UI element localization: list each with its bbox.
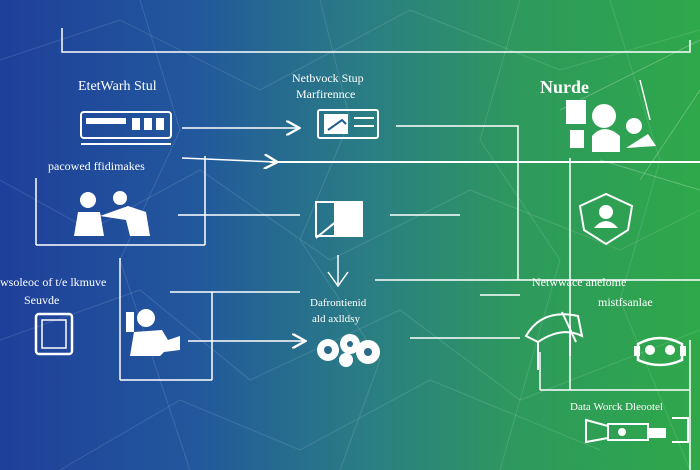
gear-cluster-icon bbox=[317, 334, 380, 367]
lab-device-icon bbox=[524, 311, 584, 370]
label-top-center-sub: Marfirennce bbox=[296, 87, 356, 101]
edit-window-icon bbox=[315, 201, 363, 239]
label-mid-right-sub: mistfsanlae bbox=[598, 295, 653, 309]
nurse-network-icon bbox=[566, 100, 656, 152]
robot-face-icon bbox=[634, 336, 686, 367]
laptop-icon bbox=[317, 109, 379, 139]
label-mid-center-sub: ald axlldsy bbox=[312, 313, 360, 325]
label-mid-left-title: wsoleoc of t/e lkmuve bbox=[0, 275, 107, 289]
equipment-icon bbox=[585, 417, 689, 444]
person-icon bbox=[126, 309, 180, 356]
people-icon bbox=[74, 191, 150, 236]
tablet-icon bbox=[34, 312, 74, 356]
label-top-right-title: Nurde bbox=[540, 77, 589, 97]
label-mid-left-sub: Seuvde bbox=[24, 293, 60, 307]
label-top-center-title: Netbvock Stup bbox=[292, 71, 364, 85]
shield-person-icon bbox=[578, 192, 634, 246]
label-mid-center-title: Dafrontienid bbox=[310, 297, 367, 309]
label-mid-right-title: Netwwace anelome bbox=[532, 275, 627, 289]
server-icon bbox=[80, 111, 172, 145]
label-top-left-sub: pacowed ffidimakes bbox=[48, 159, 145, 173]
label-top-left-title: EtetWarh Stul bbox=[78, 79, 157, 94]
label-bottom-right-title: Data Worck Dleootel bbox=[570, 401, 663, 413]
